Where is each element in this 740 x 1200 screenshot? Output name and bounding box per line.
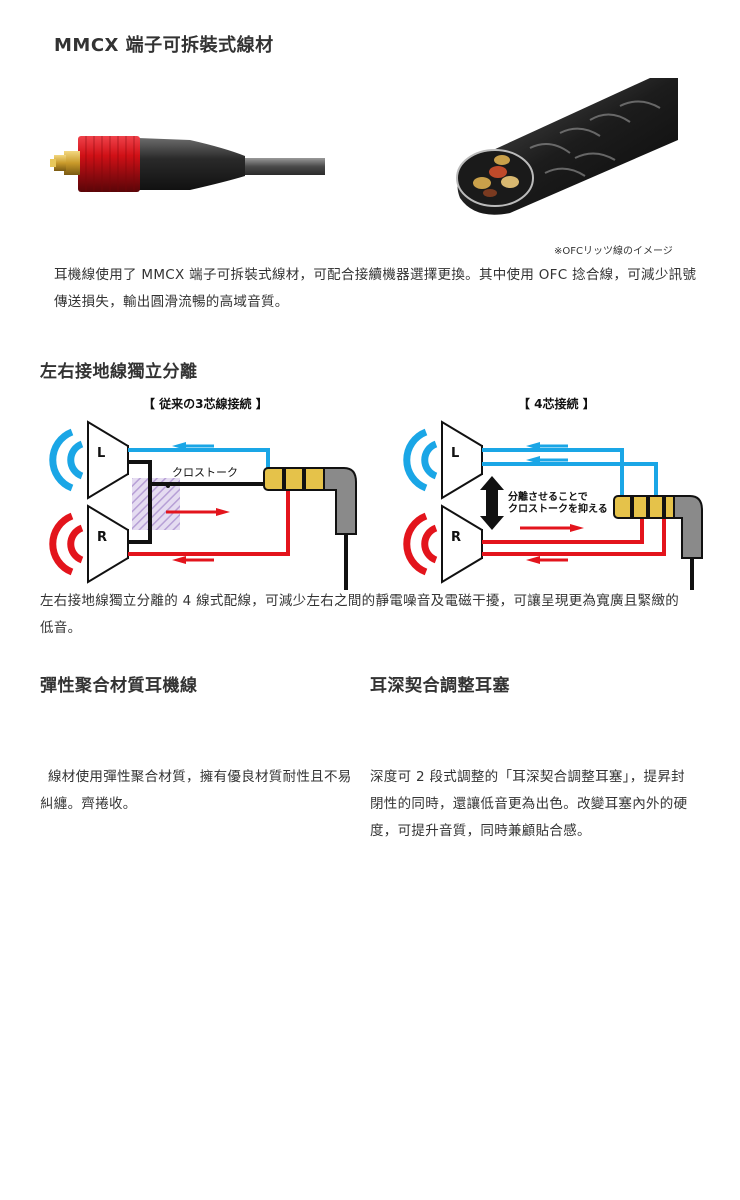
crosstalk-note-left: クロストーク <box>172 466 238 479</box>
wiring-diagram-3-core: クロストーク <box>49 420 357 590</box>
section-body-mmcx: 耳機線使用了 MMCX 端子可拆裝式線材，可配合接續機器選擇更換。其中使用 OF… <box>54 267 697 310</box>
ofc-image-caption: ※OFCリッツ線のイメージ <box>554 246 673 257</box>
section-body-elastic-cable: 線材使用彈性聚合材質，擁有優良材質耐性且不易糾纏。齊捲收。 <box>40 769 352 812</box>
mmcx-connector-image <box>50 136 325 192</box>
channel-label-left-4core: L <box>451 446 460 461</box>
separation-note-line1: 分離させることで <box>508 490 588 503</box>
wiring-diagram-4-core: 分離させることで クロストークを抑える <box>403 420 703 590</box>
ofc-litz-cable-image <box>456 78 678 215</box>
channel-label-right: R <box>97 530 108 545</box>
separation-note-line2: クロストークを抑える <box>508 502 608 515</box>
diagram-right-title: 【 4芯接続 】 <box>518 397 595 411</box>
section-title-eartips: 耳深契合調整耳塞 <box>370 676 510 696</box>
section-title-ground-separation: 左右接地線獨立分離 <box>40 362 198 382</box>
section-title-elastic-cable: 彈性聚合材質耳機線 <box>40 676 198 696</box>
section-title-mmcx: MMCX 端子可拆裝式線材 <box>54 35 274 56</box>
section-body-eartips: 深度可 2 段式調整的「耳深契合調整耳塞」，提昇封閉性的同時，還讓低音更為出色。… <box>370 769 688 839</box>
diagram-left-title: 【 従来の3芯線接続 】 <box>143 397 268 411</box>
channel-label-right-4core: R <box>451 530 462 545</box>
section-body-ground-separation: 左右接地線獨立分離的 4 線式配線，可減少左右之間的靜電噪音及電磁干擾，可讓呈現… <box>40 593 680 636</box>
channel-label-left: L <box>97 446 106 461</box>
